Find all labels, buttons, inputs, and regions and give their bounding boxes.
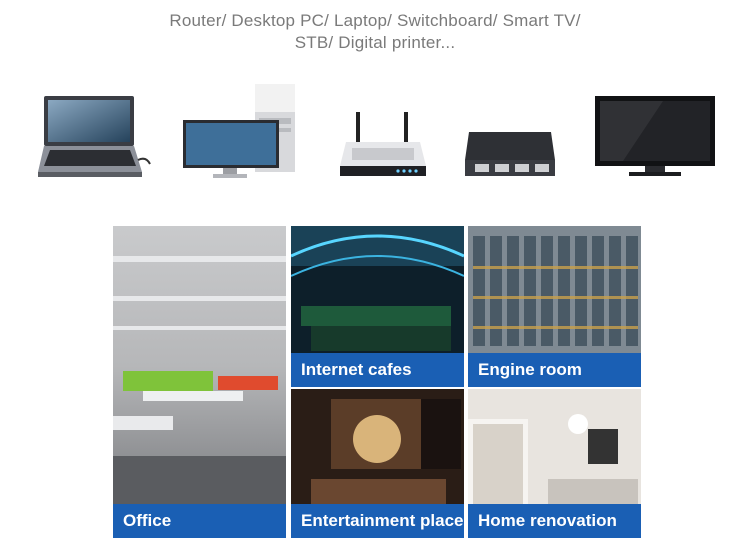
switchboard-icon	[465, 132, 555, 176]
laptop-icon	[38, 96, 151, 177]
internet-cafes-tile: Internet cafes	[291, 226, 464, 387]
office-photo	[113, 226, 286, 538]
office-tile: Office	[113, 226, 286, 538]
internet-cafes-caption: Internet cafes	[291, 353, 464, 387]
engine-room-caption: Engine room	[468, 353, 641, 387]
smart-tv-icon	[595, 96, 715, 176]
header-line-1: Router/ Desktop PC/ Laptop/ Switchboard/…	[169, 11, 581, 30]
office-caption: Office	[113, 504, 286, 538]
device-row	[0, 80, 750, 190]
engine-room-tile: Engine room	[468, 226, 641, 387]
home-renovation-tile: Home renovation	[468, 389, 641, 538]
router-icon	[340, 112, 426, 176]
desktop-pc-icon	[183, 84, 295, 178]
header-text: Router/ Desktop PC/ Laptop/ Switchboard/…	[0, 10, 750, 54]
header-line-2: STB/ Digital printer...	[294, 33, 456, 52]
entertainment-place-tile: Entertainment place	[291, 389, 464, 538]
entertainment-place-caption: Entertainment place	[291, 504, 464, 538]
home-renovation-caption: Home renovation	[468, 504, 641, 538]
